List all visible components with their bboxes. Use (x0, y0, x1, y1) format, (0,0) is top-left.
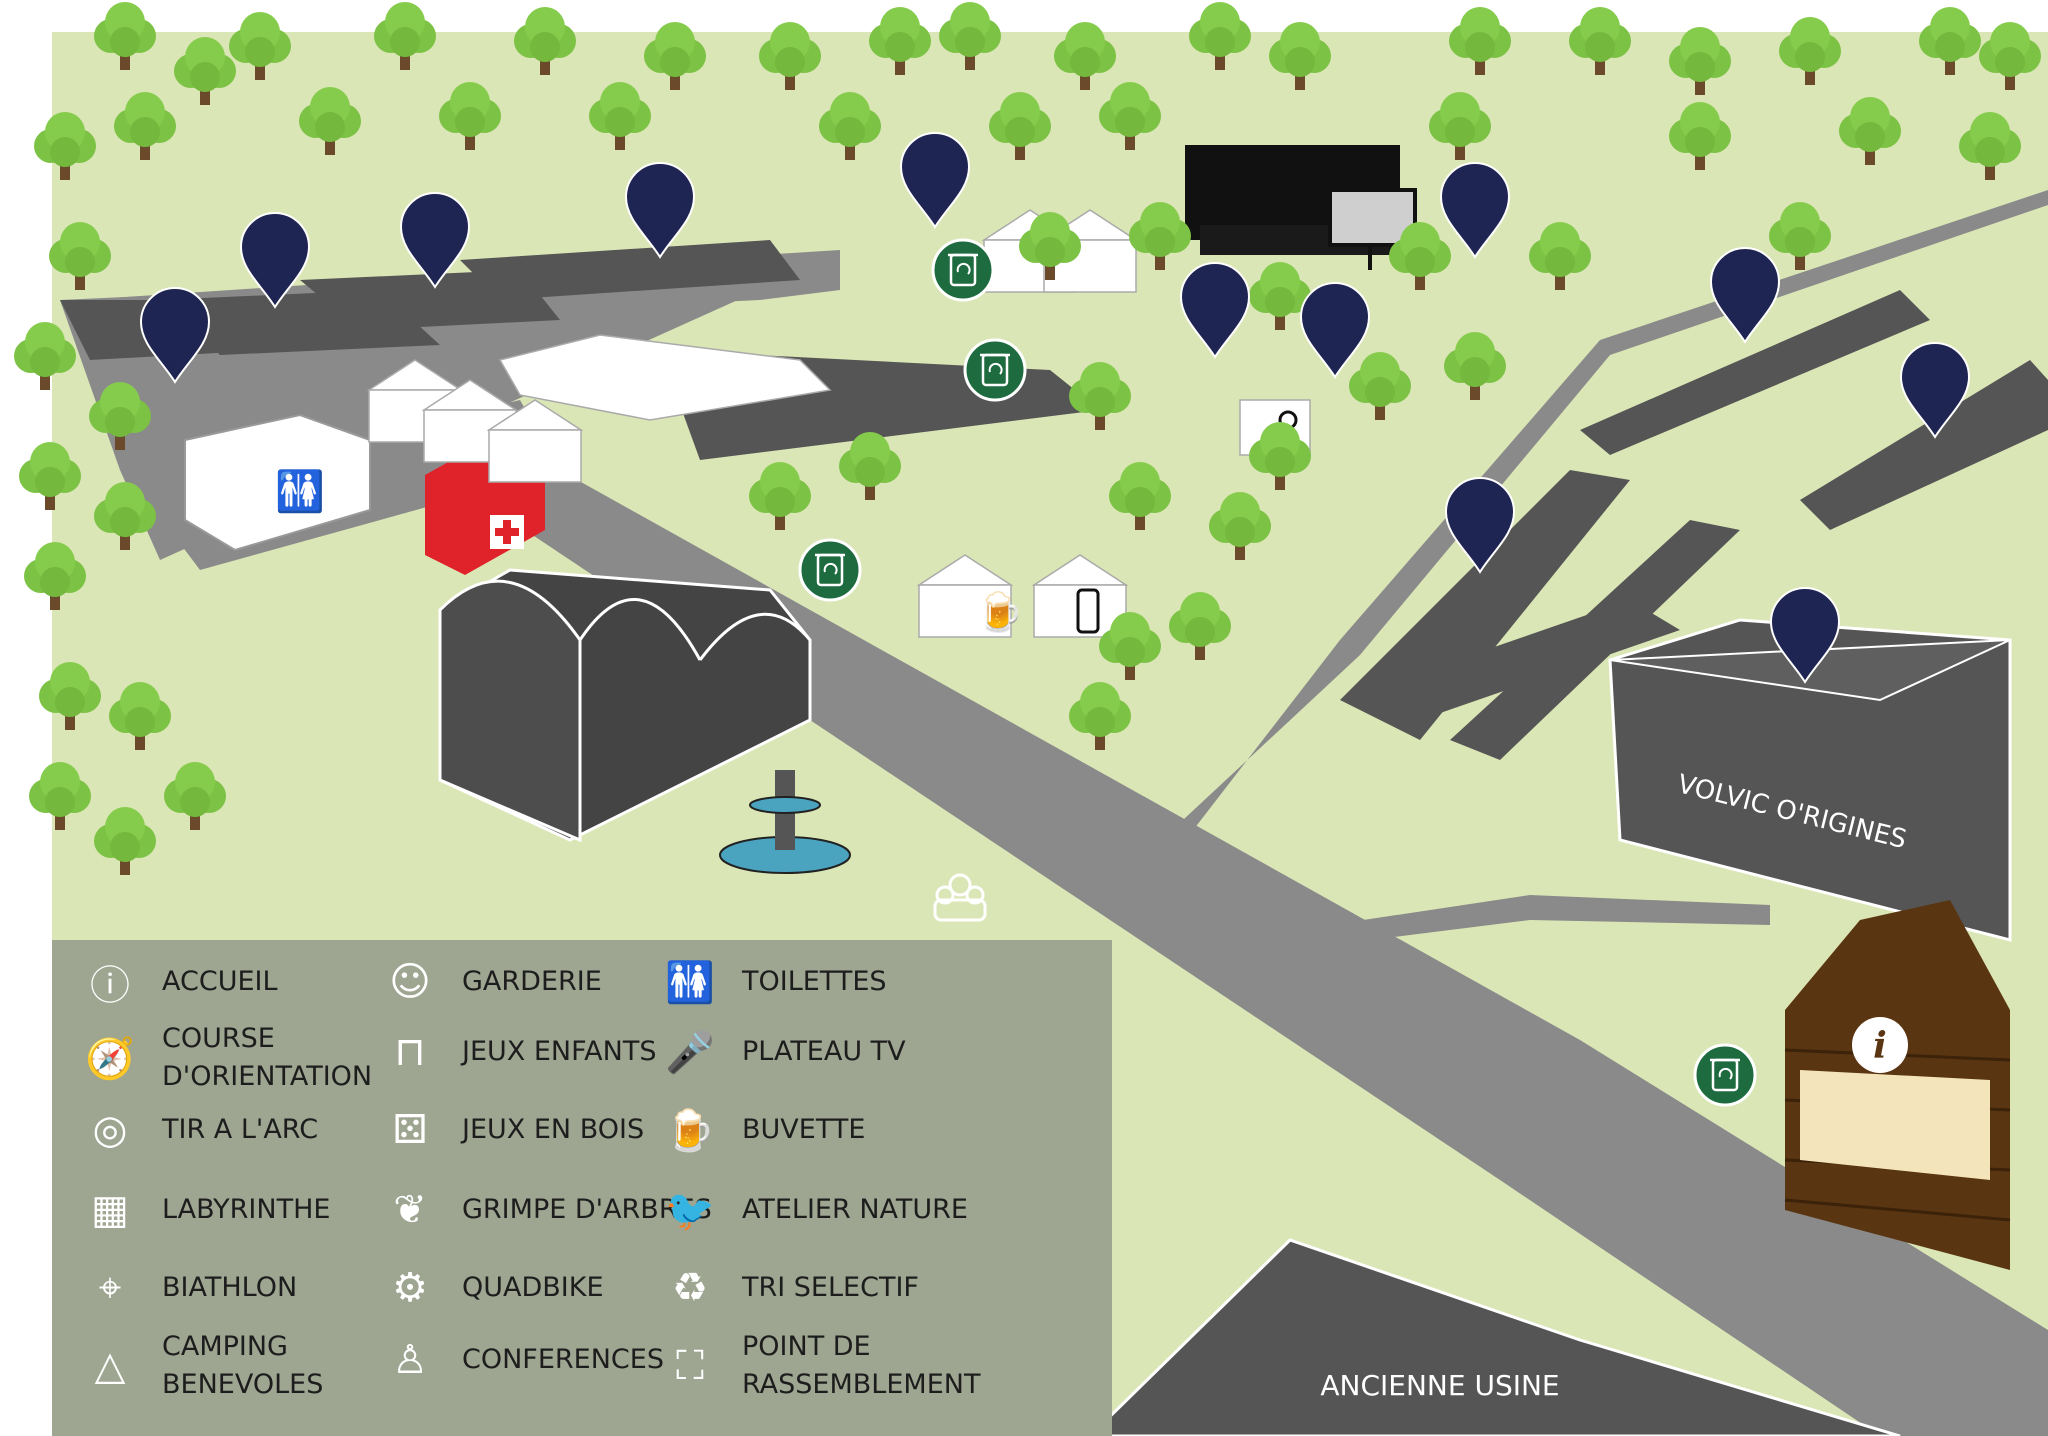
legend-label: COURSE D'ORIENTATION (162, 1023, 373, 1092)
toilets-building: 🚻 (184, 413, 371, 552)
legend-label: CONFERENCES (462, 1344, 664, 1375)
legend-label: POINT DE RASSEMBLEMENT (742, 1331, 981, 1400)
legend-label: BUVETTE (742, 1114, 866, 1145)
recycle-bin-icon: ♻ (672, 1265, 708, 1311)
legend-item: ☺ GARDERIE (372, 950, 602, 1014)
bird-icon: 🐦 (665, 1187, 715, 1234)
legend-label: GRIMPE D'ARBRES (462, 1194, 712, 1225)
usine-building: ANCIENNE USINE (1087, 1238, 1901, 1436)
legend-label: PLATEAU TV (742, 1036, 906, 1067)
legend-label: QUADBIKE (462, 1272, 604, 1303)
fountain (719, 770, 851, 874)
quadbike-icon: ⚙ (392, 1265, 428, 1311)
accueil-chalet: i (1784, 900, 2011, 1270)
legend-item: ◎ TIR A L'ARC (72, 1098, 319, 1162)
legend-label: TOILETTES (742, 966, 887, 997)
legend-label: BIATHLON (162, 1272, 298, 1303)
info-icon: ⓘ (90, 963, 130, 1009)
legend-label: LABYRINTHE (162, 1194, 331, 1225)
speaker-icon: ♙ (392, 1337, 428, 1383)
hangar (438, 568, 812, 843)
assembly-point-marker (933, 873, 987, 922)
legend-item: ⌖ BIATHLON (72, 1256, 297, 1320)
legend-item: 🧭 COURSE D'ORIENTATION (72, 1020, 372, 1096)
legend-item: 🐦 ATELIER NATURE (652, 1178, 968, 1242)
legend-label: GARDERIE (462, 966, 602, 997)
toilets-icon: 🚻 (665, 959, 715, 1006)
legend-item: 🍺 BUVETTE (652, 1098, 865, 1162)
svg-text:🚻: 🚻 (275, 468, 325, 515)
maze-icon: ▦ (91, 1187, 129, 1233)
tree-climb-icon: ❦ (393, 1187, 427, 1233)
buvette-icons: 🍺 (976, 588, 1100, 634)
legend-item: 🚻 TOILETTES (652, 950, 887, 1014)
legend-item: ⚄ JEUX EN BOIS (372, 1098, 645, 1162)
children-icon: ☺ (389, 959, 431, 1005)
legend-label: JEUX ENFANTS (462, 1036, 657, 1067)
legend-item: ⛶ POINT DE RASSEMBLEMENT (652, 1328, 980, 1404)
legend-item: ⚙ QUADBIKE (372, 1256, 604, 1320)
legend-item: ❦ GRIMPE D'ARBRES (372, 1178, 712, 1242)
compass-icon: 🧭 (85, 1035, 135, 1082)
playground-icon: ⊓ (394, 1029, 426, 1075)
usine-label: ANCIENNE USINE (1320, 1369, 1559, 1402)
beer-icon: 🍺 (665, 1107, 715, 1154)
legend-item: △ CAMPING BENEVOLES (72, 1328, 324, 1404)
stage (1185, 145, 1417, 270)
target-icon: ◎ (92, 1107, 128, 1153)
legend-label: TIR A L'ARC (162, 1114, 319, 1145)
microphone-icon: 🎤 (665, 1029, 715, 1076)
legend-panel: ⓘ ACCUEIL 🧭 COURSE D'ORIENTATION ◎ TIR A L'AR… (52, 940, 1112, 1436)
legend-label: ACCUEIL (162, 966, 278, 997)
legend-item: ♻ TRI SELECTIF (652, 1256, 919, 1320)
board-games-icon: ⚄ (392, 1107, 428, 1153)
legend-label: TRI SELECTIF (742, 1272, 919, 1303)
marquee (498, 334, 832, 421)
legend-label: CAMPING BENEVOLES (162, 1331, 324, 1400)
svg-text:🍺: 🍺 (976, 589, 1023, 634)
shooter-icon: ⌖ (98, 1265, 122, 1311)
legend-item: ♙ CONFERENCES (372, 1328, 664, 1392)
svg-text:i: i (1873, 1025, 1887, 1067)
legend-item: ⊓ JEUX ENFANTS (372, 1020, 656, 1084)
legend-label: JEUX EN BOIS (462, 1114, 645, 1145)
legend-item: 🎤 PLATEAU TV (652, 1020, 906, 1084)
legend-label: ATELIER NATURE (742, 1194, 968, 1225)
assembly-icon: ⛶ (676, 1343, 704, 1389)
activity-plots (60, 240, 2048, 760)
legend-item: ▦ LABYRINTHE (72, 1178, 330, 1242)
tent-icon: △ (94, 1343, 126, 1389)
legend-item: ⓘ ACCUEIL (72, 950, 278, 1014)
